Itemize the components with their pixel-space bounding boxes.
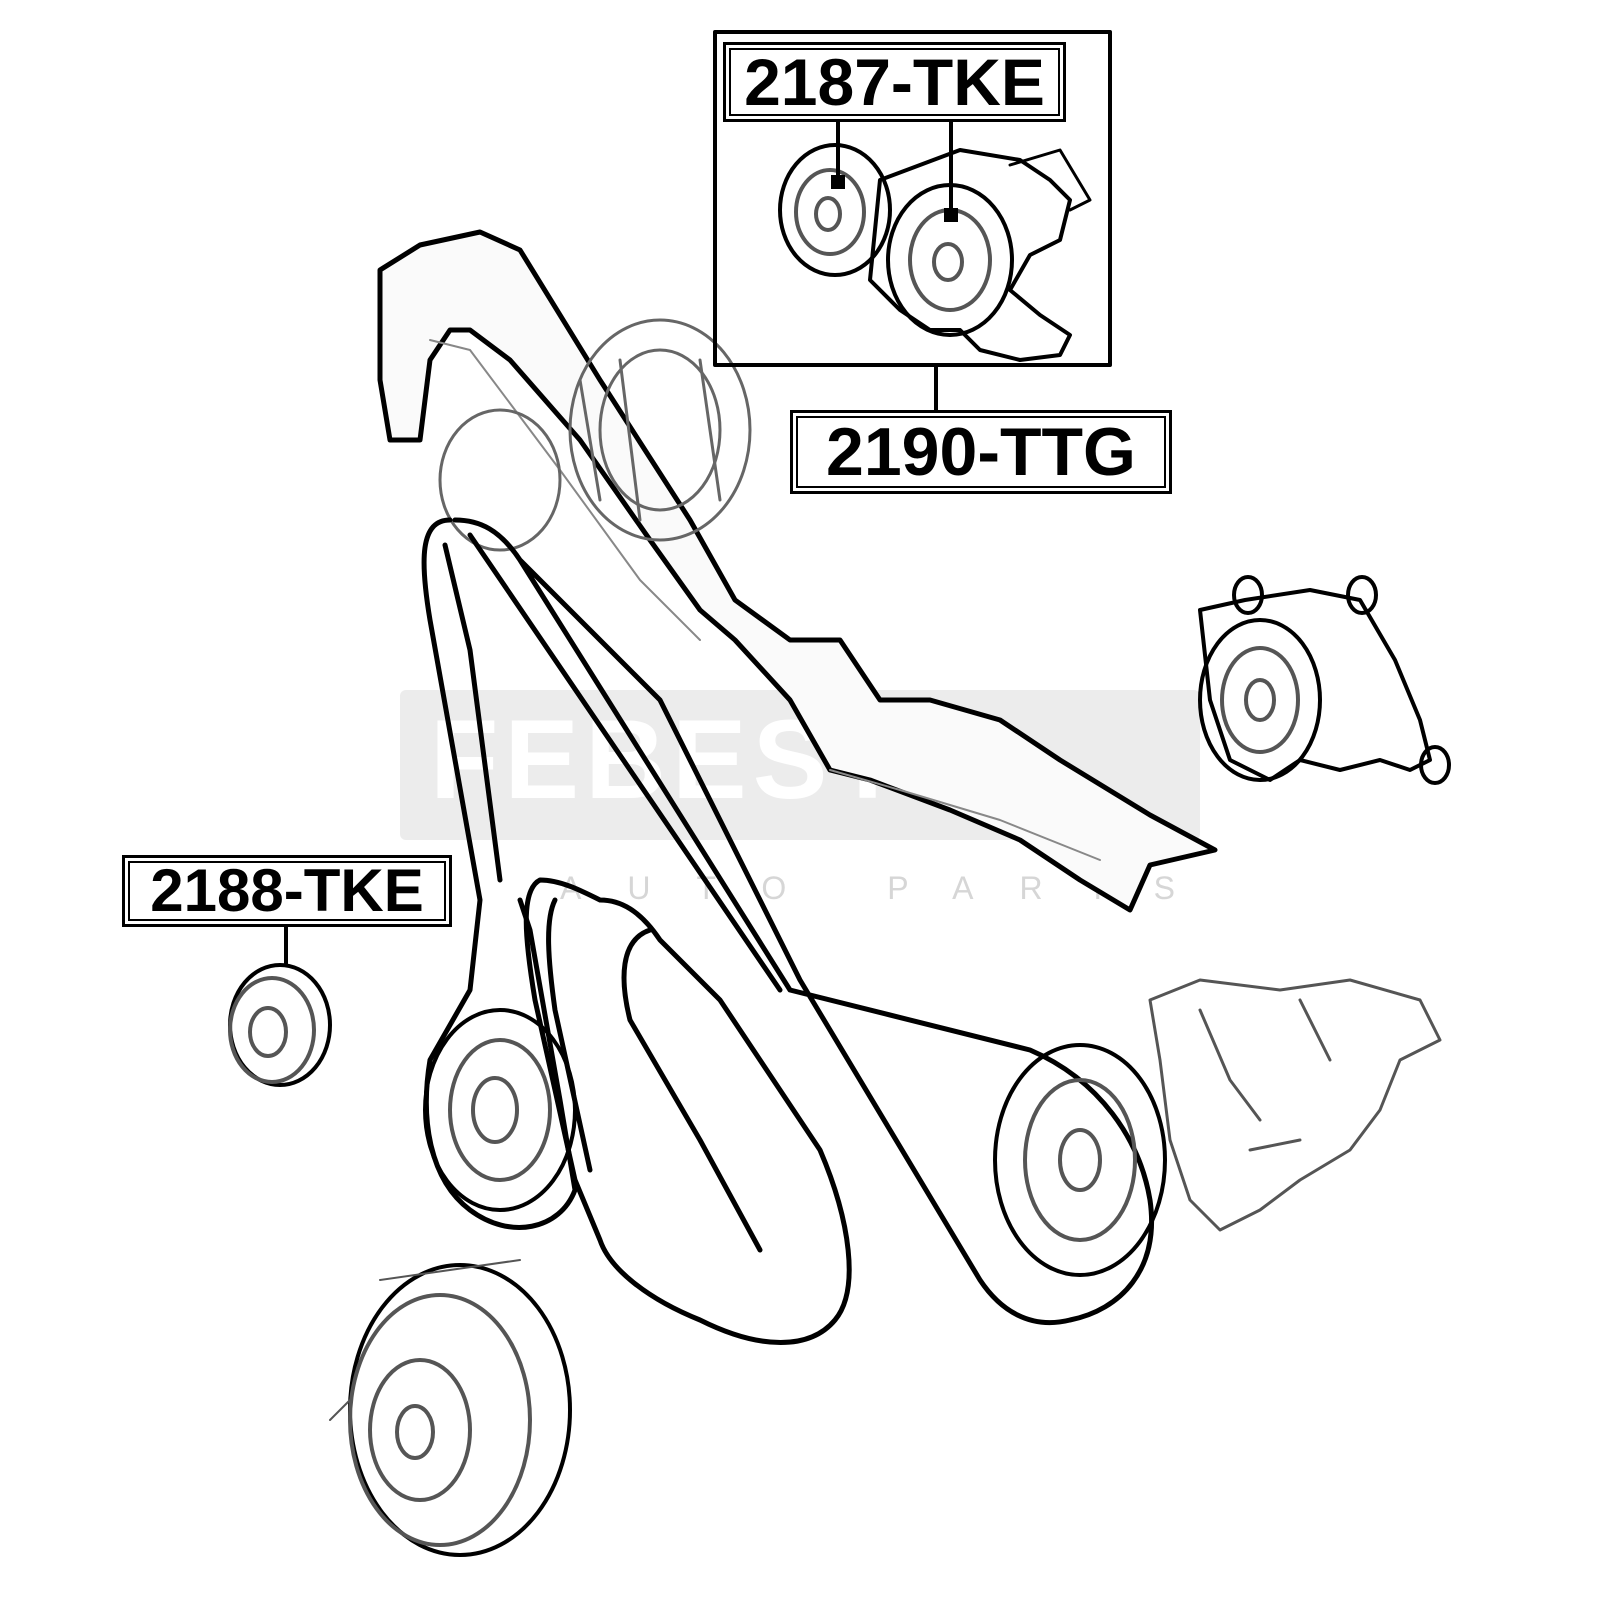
part-number-text: 2188-TKE [150, 857, 424, 924]
power-steering-pump [1148, 978, 1442, 1232]
idler-pulley-part [228, 963, 332, 1087]
part-label-2187-tke[interactable]: 2187-TKE [723, 42, 1066, 122]
alternator [438, 318, 752, 552]
lower-left-pulley [423, 1008, 577, 1212]
part-number-text: 2190-TTG [826, 414, 1136, 490]
leader-lines [284, 118, 953, 967]
part-number-text: 2187-TKE [744, 45, 1045, 119]
tensioner-assembly-part [778, 143, 1092, 362]
part-label-2190-ttg[interactable]: 2190-TTG [790, 410, 1172, 494]
crankshaft-pulley [329, 1259, 572, 1557]
engine-bracket [377, 229, 1218, 913]
tensioner-group-frame [713, 30, 1112, 367]
inner-belt [523, 877, 852, 1345]
spare-tensioner [1198, 575, 1451, 785]
power-steering-pulley [993, 1043, 1167, 1277]
part-label-2188-tke[interactable]: 2188-TKE [122, 855, 452, 927]
